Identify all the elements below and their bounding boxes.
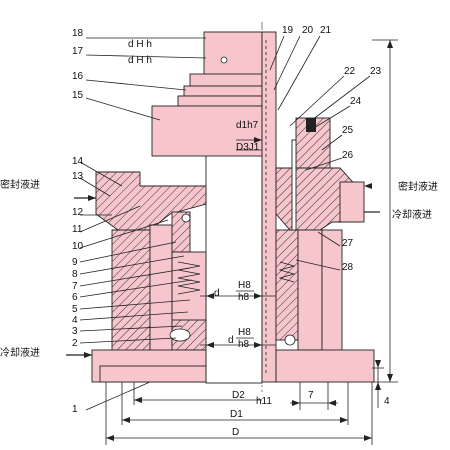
coupling-ring-2 bbox=[183, 85, 263, 97]
bottom-dimensions bbox=[105, 382, 373, 445]
coupling-ring-3 bbox=[177, 95, 263, 107]
right-spring bbox=[278, 261, 296, 283]
part-number-11: 11 bbox=[72, 224, 83, 235]
part-number-6: 6 bbox=[72, 292, 78, 303]
dim-D2: D2 bbox=[232, 390, 245, 401]
part-number-17: 17 bbox=[72, 46, 84, 57]
right-flange-outer bbox=[339, 181, 365, 223]
right-leaders bbox=[269, 35, 371, 271]
part-number-13: 13 bbox=[72, 171, 84, 182]
fit-label-top: d H h bbox=[128, 39, 152, 50]
dim-D1: D1 bbox=[230, 409, 243, 420]
dim-four: 4 bbox=[384, 396, 390, 407]
part-number-23: 23 bbox=[370, 66, 382, 77]
fit-label-second: d H h bbox=[128, 55, 152, 66]
shaft-diameter-dims bbox=[200, 137, 276, 348]
part-number-15: 15 bbox=[72, 90, 84, 101]
part-number-26: 26 bbox=[342, 150, 354, 161]
stub-hole bbox=[220, 56, 228, 64]
part-number-10: 10 bbox=[72, 241, 84, 252]
part-number-25: 25 bbox=[342, 125, 354, 136]
dim-h8-lower: h8 bbox=[238, 339, 250, 350]
left-leaders bbox=[79, 37, 207, 411]
part-number-12: 12 bbox=[72, 207, 84, 218]
upper-sleeve-body bbox=[151, 105, 263, 157]
cooling-fluid-inlet-left-label: 冷却液进 bbox=[0, 346, 40, 359]
part-number-24: 24 bbox=[350, 96, 362, 107]
right-spring-zone bbox=[297, 229, 323, 351]
part-number-16: 16 bbox=[72, 71, 84, 82]
part-number-3: 3 bbox=[72, 326, 78, 337]
right-bottom-flange bbox=[275, 349, 375, 383]
dim-h11: h11 bbox=[256, 396, 272, 407]
right-small-dimension bbox=[372, 360, 384, 408]
dim-h8-upper: h8 bbox=[238, 292, 250, 303]
part-number-7: 7 bbox=[72, 281, 78, 292]
right-height-dimension bbox=[372, 39, 398, 383]
part-number-18: 18 bbox=[72, 28, 84, 39]
left-gland-flange bbox=[95, 171, 207, 231]
seal-fluid-inlet-right-label: 密封液进 bbox=[398, 180, 438, 193]
part-number-5: 5 bbox=[72, 304, 78, 315]
shaft-top-stub bbox=[203, 31, 263, 77]
right-housing-wall bbox=[321, 229, 343, 361]
dim-d-upper: d bbox=[214, 288, 220, 299]
part-number-14: 14 bbox=[72, 156, 84, 167]
seal-inlet-arrow-left bbox=[88, 195, 96, 201]
part-number-8: 8 bbox=[72, 269, 78, 280]
cooling-inlet-arrow-left bbox=[84, 352, 92, 358]
part-number-2: 2 bbox=[72, 338, 78, 349]
dim-H8-upper: H8 bbox=[238, 280, 251, 291]
dim-D: D bbox=[232, 427, 239, 438]
part-number-28: 28 bbox=[342, 262, 354, 273]
part-number-9: 9 bbox=[72, 257, 78, 268]
cooling-fluid-inlet-right-label: 冷却液进 bbox=[392, 208, 432, 221]
part-number-19: 19 bbox=[282, 25, 294, 36]
d3j1-label: D3J1 bbox=[236, 142, 260, 153]
part-number-22: 22 bbox=[344, 66, 356, 77]
dim-d-lower: d bbox=[228, 335, 234, 346]
seal-fluid-inlet-left-label: 密封液进 bbox=[0, 178, 40, 191]
part-number-1: 1 bbox=[72, 404, 78, 415]
right-gland-flange bbox=[275, 167, 361, 231]
left-upper-o-ring bbox=[181, 213, 191, 223]
right-key bbox=[306, 118, 316, 132]
d1h7-label: d1h7 bbox=[236, 120, 259, 131]
left-stationary-sleeve bbox=[149, 224, 173, 366]
part-number-4: 4 bbox=[72, 315, 78, 326]
right-seal-stack bbox=[275, 229, 299, 341]
left-spring bbox=[177, 261, 201, 295]
part-number-20: 20 bbox=[302, 25, 314, 36]
dim-H8-lower: H8 bbox=[238, 327, 251, 338]
left-base bbox=[99, 365, 207, 383]
part-number-21: 21 bbox=[320, 25, 332, 36]
right-gap bbox=[291, 139, 297, 231]
left-o-ring bbox=[169, 328, 191, 342]
coupling-ring-1 bbox=[189, 73, 263, 87]
seal-inlet-arrow-right bbox=[364, 183, 372, 189]
dim-seven: 7 bbox=[308, 390, 314, 401]
shaft-right-band bbox=[261, 31, 277, 383]
part-number-27: 27 bbox=[342, 238, 354, 249]
right-o-ring bbox=[284, 334, 296, 346]
